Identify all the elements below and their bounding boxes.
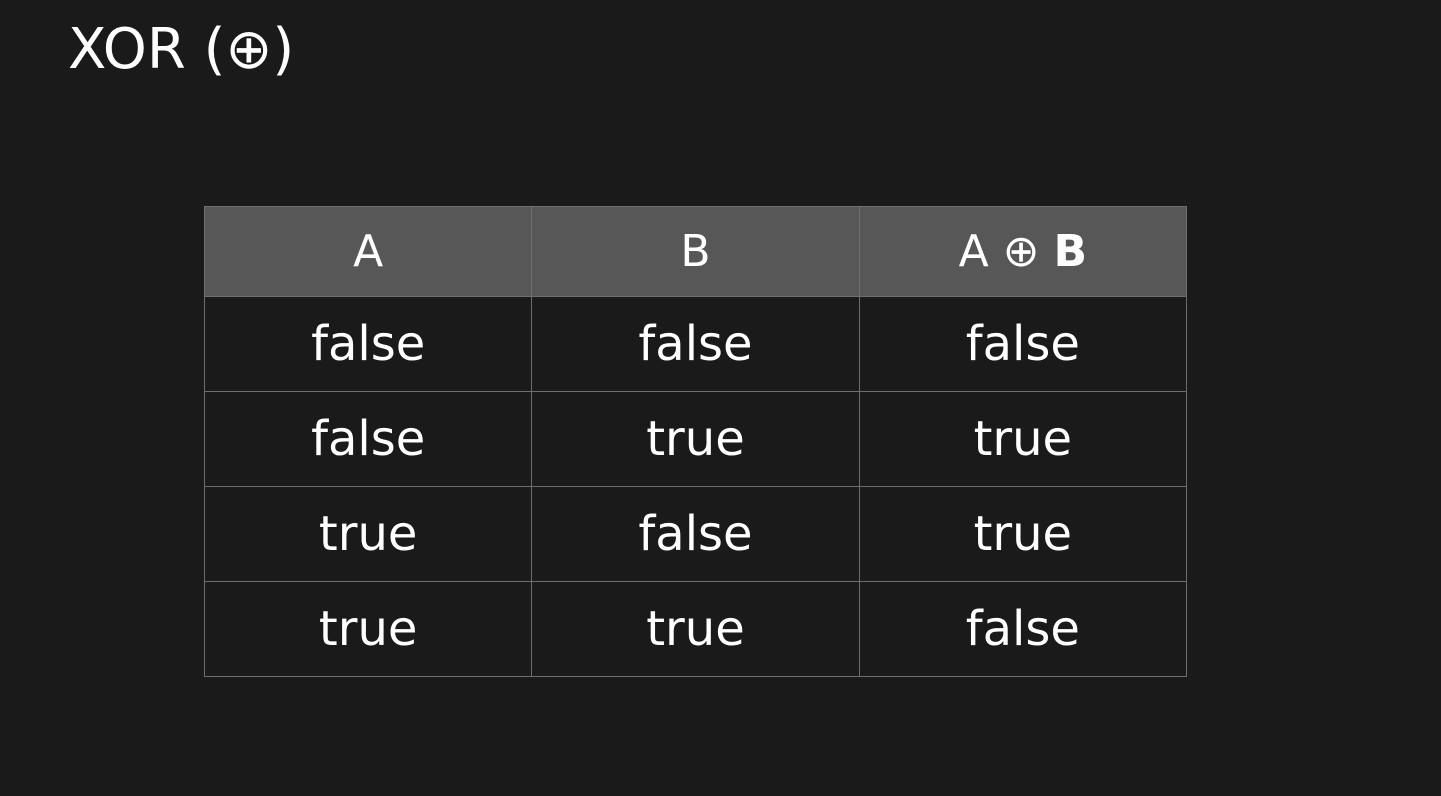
table-row: false false false — [203, 296, 1188, 392]
cell-a-xor-b: true — [858, 486, 1188, 582]
slide-title: XOR (⊕) — [68, 17, 295, 82]
header-a-xor-b: A ⊕ B — [858, 206, 1188, 297]
table-row: true true false — [203, 581, 1188, 677]
cell-a: true — [203, 581, 533, 677]
table-header: A B A ⊕ B — [203, 206, 1188, 297]
cell-b: true — [531, 391, 860, 487]
cell-b: false — [531, 296, 860, 392]
cell-a-xor-b: false — [858, 296, 1188, 392]
cell-a: false — [203, 296, 533, 392]
header-b-bold-label: B — [1053, 226, 1088, 277]
table-body: false false false false true true true f… — [203, 296, 1188, 677]
header-a: A — [203, 206, 533, 297]
xor-truth-table: A B A ⊕ B false false false false true t… — [203, 206, 1188, 677]
cell-b: false — [531, 486, 860, 582]
cell-a: false — [203, 391, 533, 487]
header-row: A B A ⊕ B — [203, 206, 1188, 297]
cell-a-xor-b: false — [858, 581, 1188, 677]
cell-a: true — [203, 486, 533, 582]
header-b: B — [531, 206, 860, 297]
table-row: true false true — [203, 486, 1188, 582]
cell-b: true — [531, 581, 860, 677]
header-a-xor-label: A ⊕ — [958, 226, 1040, 277]
table-row: false true true — [203, 391, 1188, 487]
cell-a-xor-b: true — [858, 391, 1188, 487]
